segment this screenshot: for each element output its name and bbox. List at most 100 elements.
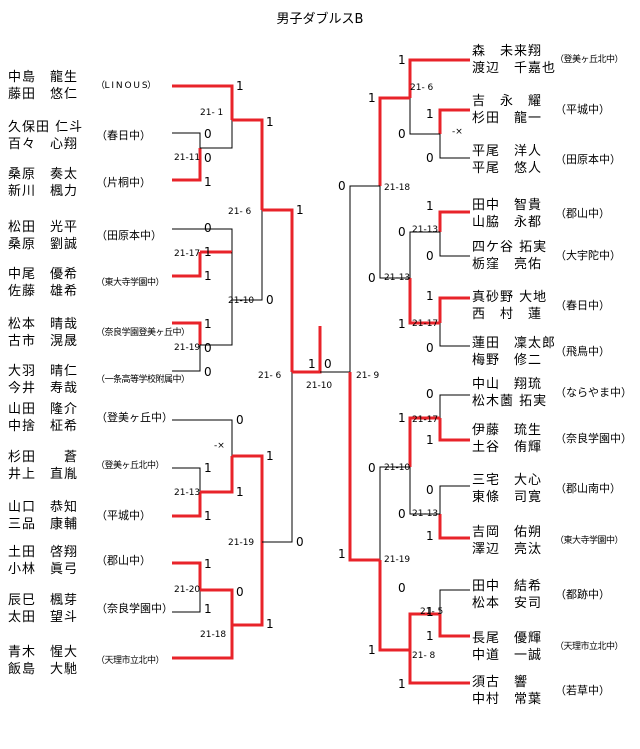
right-player-2: 東條 司寛 [472, 490, 543, 505]
left-match-label: 21-13 [174, 488, 200, 498]
left-score: 1 [266, 115, 274, 129]
left-match-label: 21-19 [174, 343, 200, 353]
left-player-2: 中捨 柾希 [8, 419, 79, 434]
left-score: 0 [204, 221, 212, 235]
right-school: （郡山南中） [555, 482, 621, 495]
left-player-2: 藤田 悠仁 [8, 87, 79, 102]
winner-line [172, 492, 202, 518]
left-player-1: 松田 光平 [8, 220, 79, 235]
left-school: （登美ヶ丘北中） [96, 461, 165, 471]
left-player-2: 飯島 大馳 [8, 662, 79, 677]
winner-line [200, 588, 234, 625]
left-match-label: 21-20 [174, 585, 200, 595]
bracket-line [232, 210, 263, 301]
left-player-2: 百々 心翔 [8, 137, 79, 152]
right-player-2: 澤辺 亮汰 [472, 542, 543, 557]
left-score: 0 [204, 127, 212, 141]
right-school: （都跡中） [555, 588, 610, 601]
left-player-1: 辰巳 楓芽 [8, 593, 79, 608]
bracket-line [439, 134, 470, 159]
right-player-1: 吉 永 耀 [472, 94, 543, 109]
left-match-label: 21-10 [228, 296, 254, 306]
right-school: （平城中） [555, 103, 610, 116]
winner-line [408, 650, 470, 685]
left-school: （春日中） [96, 129, 151, 142]
right-match-label: 21- 8 [412, 651, 436, 661]
right-score: 1 [338, 547, 346, 561]
right-school: （郡山中） [555, 207, 610, 220]
right-player-1: 田中 結希 [472, 579, 543, 594]
right-player-1: 三宅 大心 [472, 473, 543, 488]
final-match-label: 21-10 [306, 381, 332, 391]
right-school: （若草中） [555, 684, 610, 697]
bracket-line [439, 394, 470, 418]
right-school: （春日中） [555, 299, 610, 312]
right-school: （ならやま中） [555, 386, 632, 399]
right-match-label: 21-18 [384, 183, 410, 193]
right-match-label: 21- 6 [410, 83, 434, 93]
left-school: （東大寺学園中） [96, 278, 165, 288]
left-player-1: 山田 隆介 [8, 402, 79, 417]
right-match-label: 21- 9 [356, 371, 380, 381]
right-player-1: 長尾 優輝 [472, 631, 543, 646]
right-school: （大宇陀中） [555, 249, 621, 262]
left-player-2: 新川 楓力 [8, 184, 79, 199]
right-score: 1 [426, 433, 434, 447]
winner-line [408, 278, 440, 325]
winner-line [292, 326, 322, 374]
right-score: 0 [398, 225, 406, 239]
left-score: 1 [236, 485, 244, 499]
bracket-line [172, 419, 233, 456]
bracket-line [172, 467, 201, 492]
right-match-label: 21-17 [412, 415, 438, 425]
bracket-line [200, 252, 233, 346]
right-score: 0 [426, 387, 434, 401]
right-player-2: 松木薗 拓実 [472, 394, 548, 409]
winner-line [438, 296, 470, 323]
right-score: 1 [398, 677, 406, 691]
bracket-line [439, 232, 470, 257]
right-match-label: 21-17 [412, 319, 438, 329]
right-score: 1 [368, 643, 376, 657]
left-school: （郡山中） [96, 554, 151, 567]
right-player-1: 田中 智貴 [472, 198, 543, 213]
right-match-label: 21-10 [384, 463, 410, 473]
left-player-2: 佐藤 雄希 [8, 284, 79, 299]
bracket-line [172, 132, 201, 148]
left-score: 1 [204, 317, 212, 331]
right-player-1: 平尾 洋人 [472, 144, 543, 159]
left-score: 0 [236, 413, 244, 427]
left-score: 0 [204, 365, 212, 379]
right-score: 0 [368, 271, 376, 285]
left-player-1: 大羽 晴仁 [8, 364, 79, 379]
right-score: 1 [426, 199, 434, 213]
left-score: 0 [266, 293, 274, 307]
right-player-2: 松本 安司 [472, 596, 543, 611]
left-school: （L I N O U S） [96, 81, 156, 91]
bracket-line [379, 466, 410, 560]
bracket-line [172, 590, 201, 613]
winner-line [172, 252, 202, 278]
left-match-label: 21-11 [174, 153, 200, 163]
winner-line [378, 96, 410, 186]
right-score: 1 [426, 605, 434, 619]
right-score: 1 [398, 411, 406, 425]
right-player-2: 山脇 永都 [472, 215, 543, 230]
winner-line [172, 148, 202, 182]
right-match-label: 21-13 [412, 509, 438, 519]
left-score: 1 [204, 557, 212, 571]
right-score: 1 [426, 629, 434, 643]
right-player-2: 栃窪 亮佑 [472, 257, 543, 272]
left-match-label: -× [214, 441, 225, 451]
left-score: 1 [266, 449, 274, 463]
winner-line [438, 210, 470, 232]
winner-line [172, 561, 202, 590]
right-player-1: 真砂野 大地 [472, 290, 548, 305]
left-score: 1 [204, 245, 212, 259]
left-score: 0 [296, 535, 304, 549]
right-player-1: 蓮田 凜太郎 [472, 336, 557, 351]
right-score: 1 [398, 53, 406, 67]
left-player-2: 小林 眞弓 [8, 562, 79, 577]
left-player-2: 太田 望斗 [8, 610, 79, 625]
right-score: 1 [426, 107, 434, 121]
